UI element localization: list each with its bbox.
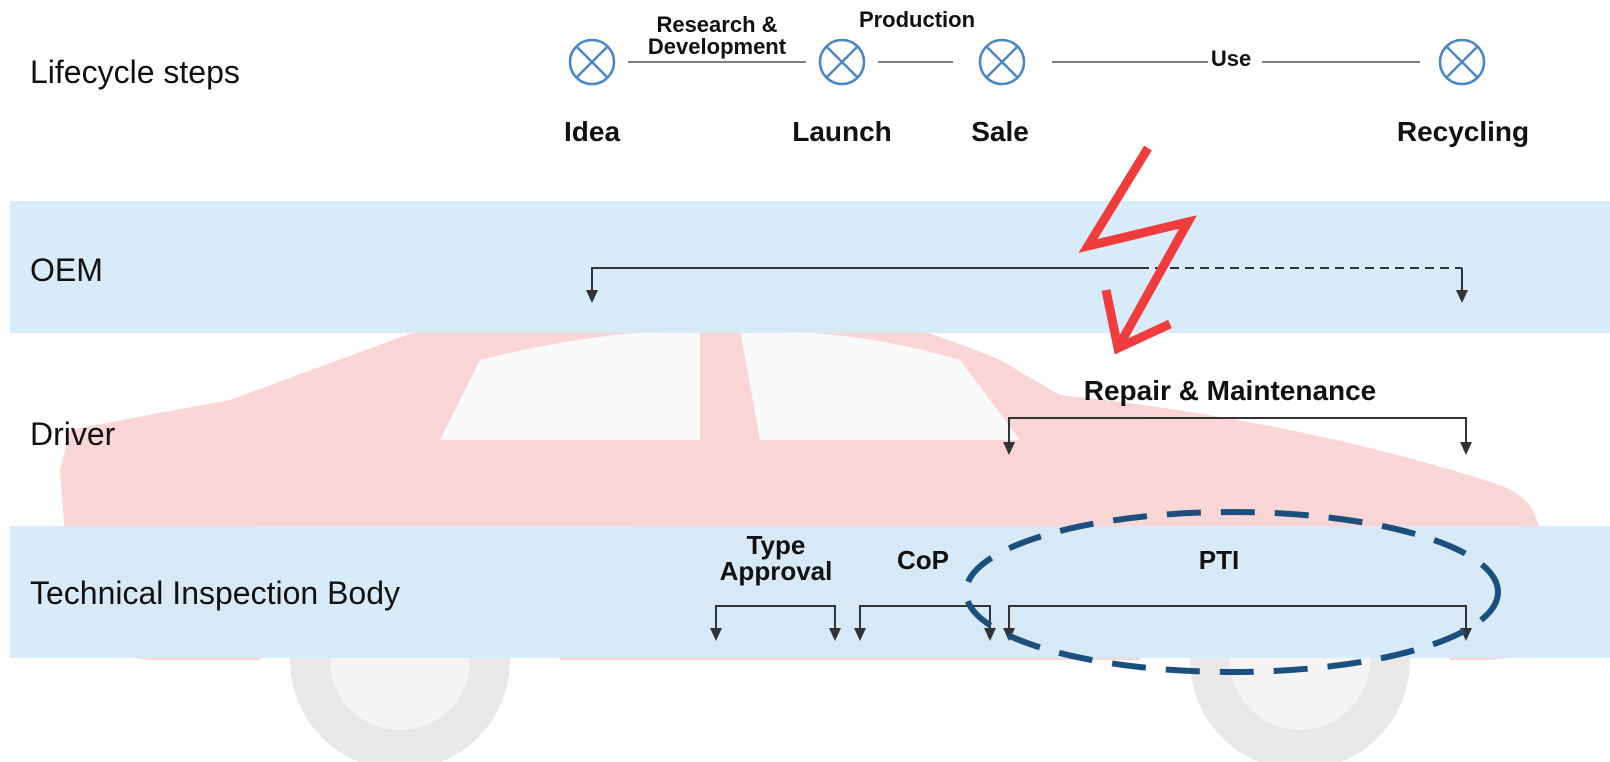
milestone-label-idea: Idea bbox=[563, 116, 621, 147]
phase-label-rd: Research & Development bbox=[648, 14, 786, 58]
row-label-lifecycle: Lifecycle steps bbox=[30, 54, 240, 90]
milestone-label-recycling: Recycling bbox=[1396, 116, 1530, 147]
milestone-icon-sale bbox=[978, 38, 1026, 86]
milestone-label-sale: Sale bbox=[971, 116, 1029, 147]
pti-bracket bbox=[1008, 605, 1467, 628]
repair-arrow-left bbox=[1003, 442, 1015, 455]
activity-label-type-line1: Type bbox=[746, 530, 806, 560]
row-label-tib: Technical Inspection Body bbox=[30, 575, 400, 611]
milestone-icon-recycling bbox=[1438, 38, 1486, 86]
activity-label-type-approval: Type Approval bbox=[720, 532, 833, 584]
tib-band bbox=[10, 526, 1610, 658]
cop-bracket bbox=[859, 605, 991, 628]
repair-arrow-right bbox=[1460, 442, 1472, 455]
lightning-arrow-icon bbox=[1078, 145, 1197, 355]
phase-label-rd-line1: Research & bbox=[656, 12, 778, 37]
row-label-driver: Driver bbox=[30, 416, 116, 452]
cop-arrow-left bbox=[854, 628, 866, 641]
oem-arrow-right bbox=[1456, 290, 1468, 303]
pti-highlight-ellipse bbox=[963, 509, 1501, 675]
activity-label-pti: PTI bbox=[1198, 545, 1240, 575]
type-approval-arrow-left bbox=[710, 628, 722, 641]
row-label-oem: OEM bbox=[30, 252, 103, 288]
cop-arrow-right bbox=[984, 628, 996, 641]
activity-label-type-line2: Approval bbox=[719, 556, 833, 586]
type-approval-arrow-right bbox=[829, 628, 841, 641]
milestone-label-launch: Launch bbox=[792, 116, 892, 147]
phase-label-use: Use bbox=[1210, 46, 1252, 71]
oem-bracket bbox=[591, 267, 1463, 290]
milestone-icon-idea bbox=[568, 38, 616, 86]
phase-label-production: Production bbox=[858, 7, 976, 32]
repair-bracket bbox=[1008, 417, 1467, 442]
phase-label-rd-line2: Development bbox=[647, 34, 787, 59]
oem-arrow-left bbox=[586, 290, 598, 303]
activity-label-cop: CoP bbox=[897, 545, 949, 575]
type-approval-bracket bbox=[715, 605, 836, 628]
activity-label-repair: Repair & Maintenance bbox=[1083, 375, 1377, 406]
milestone-icon-launch bbox=[818, 38, 866, 86]
